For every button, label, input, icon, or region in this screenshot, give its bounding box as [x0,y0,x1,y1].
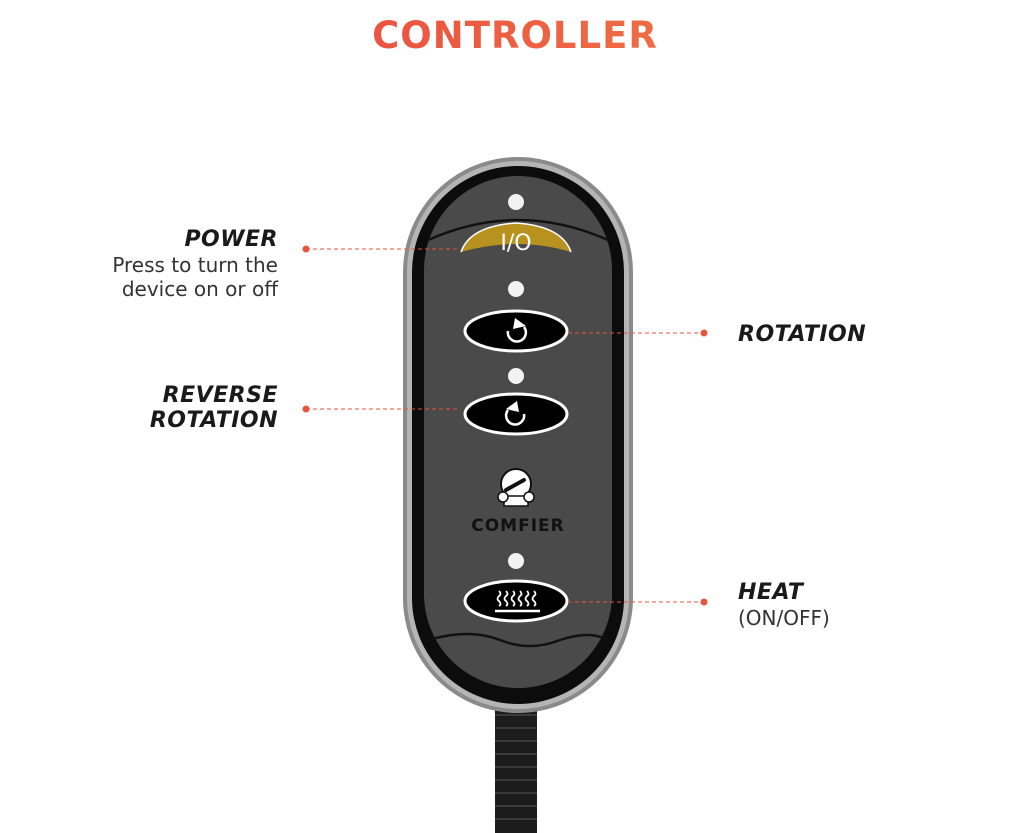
rotation-leader-dot [700,329,708,337]
led-heat [508,553,524,569]
heat-label: HEAT [738,580,804,605]
reverse-label-2: ROTATION [149,408,278,433]
power-label: POWER [184,227,278,252]
page-title: CONTROLLER [0,14,1024,57]
rotation-button[interactable] [463,309,569,353]
reverse-rotation-button[interactable] [463,392,569,436]
reverse-leader-dot [302,405,310,413]
power-leader-dot [302,245,310,253]
power-button-text: I/O [500,231,531,256]
led-rotation [508,281,524,297]
led-reverse [508,368,524,384]
comfier-logo: COMFIER [471,468,565,536]
power-button[interactable]: I/O [460,222,572,256]
rotate-clockwise-icon [506,326,528,343]
rotation-label: ROTATION [738,322,867,347]
heat-leader-dot [700,598,708,606]
brand-text: COMFIER [471,516,565,536]
heat-button[interactable] [463,579,569,623]
heat-description: (ON/OFF) [738,606,830,630]
power-description-2: device on or off [121,277,278,301]
power-description-1: Press to turn the [112,253,278,277]
led-power [508,194,524,210]
cable [495,700,537,833]
heat-icon [495,590,540,613]
reverse-label-1: REVERSE [162,383,278,408]
rotate-counterclockwise-icon [504,409,526,426]
